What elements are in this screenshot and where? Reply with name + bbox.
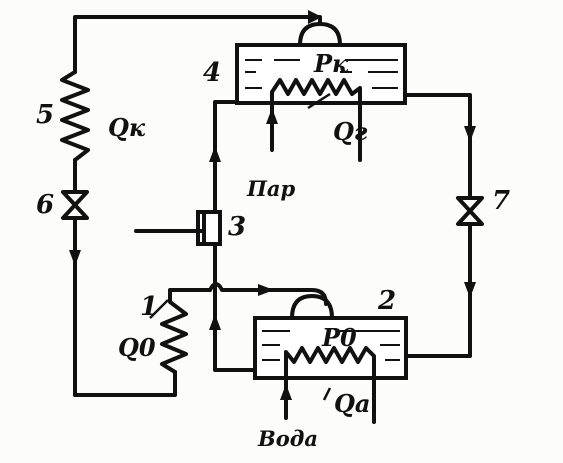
- label-4: 4: [203, 58, 222, 88]
- label-p0: P0: [322, 323, 357, 352]
- solution-pump-line: [134, 100, 257, 372]
- water-in-arrow: [280, 384, 292, 400]
- label-5: 5: [36, 100, 55, 130]
- label-qk: Qк: [108, 113, 146, 142]
- label-pk: Pк: [314, 49, 349, 78]
- refrigerant-arrow-down: [69, 250, 81, 266]
- return-arrow-lower: [464, 282, 476, 298]
- label-2: 2: [378, 286, 397, 316]
- label-1: 1: [140, 292, 159, 322]
- generator-heating-coil: [266, 78, 362, 162]
- vapor-line: [208, 282, 328, 306]
- condenser-circuit: [60, 10, 322, 397]
- label-q0: Q0: [118, 333, 156, 362]
- return-arrow-upper: [464, 126, 476, 142]
- solution-arrow-lower: [209, 314, 221, 330]
- vapor-arrow: [258, 284, 274, 296]
- label-qa: Qа: [334, 389, 371, 418]
- label-7: 7: [492, 186, 511, 216]
- steam-in-arrow: [266, 108, 278, 124]
- label-steam: Пар: [247, 176, 296, 201]
- refrigerant-arrow-top: [308, 10, 322, 24]
- label-qg: Qг: [333, 117, 368, 146]
- solution-arrow-upper: [209, 146, 221, 162]
- label-3: 3: [228, 212, 247, 242]
- label-6: 6: [36, 190, 55, 220]
- return-line: [403, 93, 484, 358]
- absorber-vessel: [253, 294, 408, 380]
- evaporator-coil: [149, 288, 212, 374]
- absorber-cooling-coil: [280, 346, 376, 424]
- label-water: Вода: [258, 426, 318, 451]
